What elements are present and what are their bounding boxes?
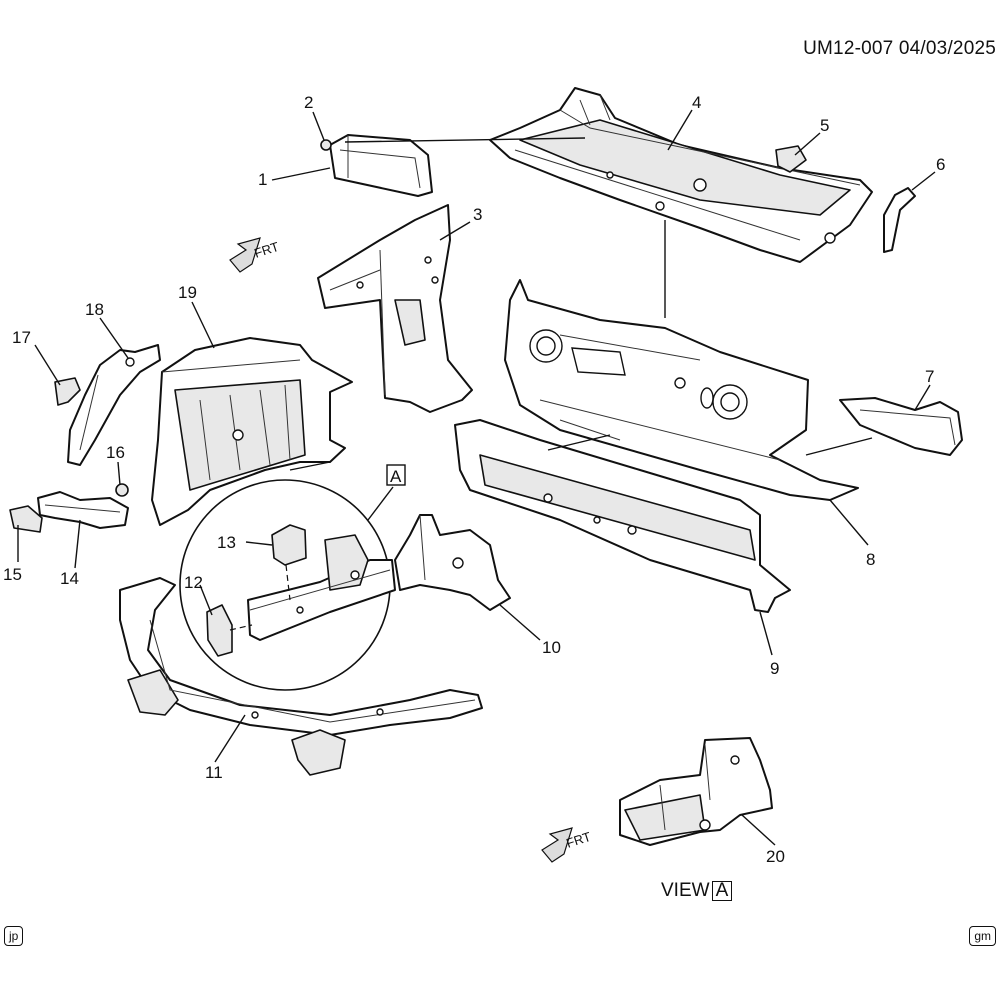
callout-8: 8 bbox=[866, 550, 875, 569]
part-3-hinge-pillar bbox=[317, 204, 473, 413]
callout-12: 12 bbox=[184, 573, 203, 592]
part-1-bracket bbox=[329, 134, 433, 197]
view-label-prefix: VIEW bbox=[661, 880, 710, 901]
callout-leaders bbox=[17, 109, 936, 846]
part-20-view-a-assembly bbox=[619, 737, 773, 846]
gm-badge-icon: gm bbox=[969, 926, 996, 946]
callout-14: 14 bbox=[60, 569, 79, 588]
callout-6: 6 bbox=[936, 155, 945, 174]
callout-15: 15 bbox=[3, 565, 22, 584]
part-18-bracket bbox=[67, 344, 161, 466]
part-19-frame-rail bbox=[151, 337, 353, 526]
part-12-plate bbox=[206, 604, 233, 657]
frt-arrow-icon: FRT bbox=[229, 237, 281, 273]
jp-badge-icon: jp bbox=[4, 926, 24, 946]
callout-1: 1 bbox=[258, 170, 267, 189]
callout-19: 19 bbox=[178, 283, 197, 302]
callout-numbers: 1 2 3 4 5 6 7 8 9 10 11 12 13 14 15 16 1… bbox=[3, 93, 945, 866]
part-9-cross-beam bbox=[454, 419, 791, 613]
detail-circle-a: A bbox=[179, 464, 406, 691]
part-15-plate bbox=[9, 505, 43, 533]
part-16-bolt bbox=[115, 483, 129, 497]
frt-arrow-icon: FRT bbox=[541, 827, 593, 863]
frt-label-top: FRT bbox=[252, 239, 281, 261]
part-4-cowl-panel bbox=[489, 87, 873, 263]
part-10-rail-extension bbox=[394, 514, 511, 611]
callout-9: 9 bbox=[770, 659, 779, 678]
callout-16: 16 bbox=[106, 443, 125, 462]
callout-20: 20 bbox=[766, 847, 785, 866]
assembly-lines bbox=[289, 137, 873, 471]
part-8-dash-panel bbox=[504, 279, 859, 501]
callout-11: 11 bbox=[205, 763, 223, 782]
frt-label-bottom: FRT bbox=[564, 829, 593, 851]
callout-13: 13 bbox=[217, 533, 236, 552]
callout-17: 17 bbox=[12, 328, 31, 347]
callout-10: 10 bbox=[542, 638, 561, 657]
callout-5: 5 bbox=[820, 116, 829, 135]
part-13-bracket bbox=[271, 524, 307, 566]
callout-18: 18 bbox=[85, 300, 104, 319]
part-2-nut bbox=[320, 139, 332, 151]
callout-2: 2 bbox=[304, 93, 313, 112]
callout-7: 7 bbox=[925, 367, 934, 386]
part-17-small-bracket bbox=[54, 377, 81, 406]
document-code: UM12-007 04/03/2025 bbox=[803, 38, 996, 59]
detail-marker-label: A bbox=[390, 467, 402, 486]
callout-4: 4 bbox=[692, 93, 701, 112]
part-11-radiator-support bbox=[119, 577, 483, 776]
part-7-dash-bracket bbox=[839, 397, 963, 456]
part-14-lower-rail bbox=[37, 491, 129, 529]
view-label-letter: A bbox=[711, 881, 733, 901]
part-6-seal-strip bbox=[883, 187, 916, 253]
callout-3: 3 bbox=[473, 205, 482, 224]
